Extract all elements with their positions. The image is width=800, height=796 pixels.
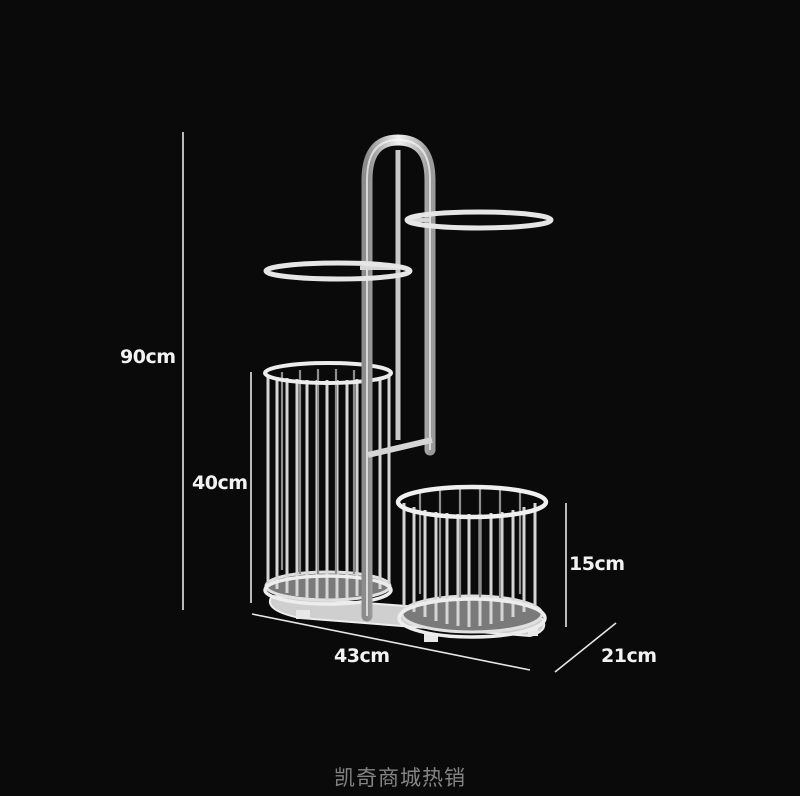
umbrella-rings — [263, 209, 554, 282]
short-basket — [395, 484, 549, 639]
depth-line — [554, 622, 617, 673]
dimension-lines — [182, 132, 617, 673]
ring-right — [404, 209, 554, 231]
width-label: 43cm — [334, 645, 390, 667]
height-short-basket-label: 15cm — [569, 553, 625, 575]
height-tall-basket-label: 40cm — [192, 472, 248, 494]
ring-left — [263, 260, 413, 282]
height-total-label: 90cm — [120, 346, 176, 368]
width-line — [251, 613, 531, 671]
watermark-text: 凯奇商城热销 — [334, 766, 466, 790]
frame-arch — [360, 134, 436, 622]
tall-basket — [263, 361, 393, 606]
depth-label: 21cm — [601, 645, 657, 667]
